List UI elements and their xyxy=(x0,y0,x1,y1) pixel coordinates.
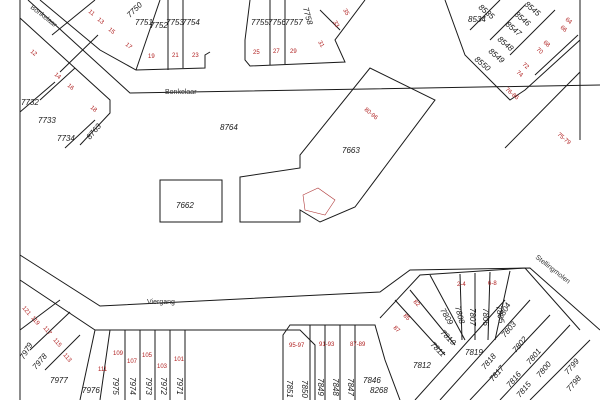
house-number: 76-86 xyxy=(504,87,520,102)
street-label-stellingmolen: Stellingmolen xyxy=(534,254,572,285)
house-number: 87-89 xyxy=(350,342,366,348)
parcel-label: 7734 xyxy=(57,134,75,143)
house-number: 6-8 xyxy=(488,281,497,287)
house-number-labels: 19 21 23 25 27 29 31 33 35 11 13 15 17 1… xyxy=(20,8,573,373)
house-number: 64 xyxy=(564,17,573,26)
house-number: 11 xyxy=(87,9,96,18)
house-number: 111 xyxy=(98,367,108,373)
house-number: 21 xyxy=(172,53,179,59)
parcel-label: 7973 xyxy=(144,377,153,395)
parcel-label: 7757 xyxy=(285,18,303,27)
parcel-label: 7753 xyxy=(166,18,184,27)
house-number: 80-96 xyxy=(363,107,379,122)
parcel-label: 7754 xyxy=(182,18,200,27)
parcel-label: 8548 xyxy=(496,35,516,54)
parcel-label: 8549 xyxy=(487,47,507,66)
parcel-label: 7798 xyxy=(565,373,584,393)
house-number: 103 xyxy=(157,364,168,370)
parcel-label: 7971 xyxy=(175,377,184,395)
house-number: 72 xyxy=(521,62,530,71)
house-number: 29 xyxy=(290,49,297,55)
house-number: 82 xyxy=(412,299,421,308)
parcel-label: 7976 xyxy=(82,386,100,395)
house-number: 27 xyxy=(273,49,280,55)
parcel-label: 7974 xyxy=(128,377,137,395)
street-label-viergang: Viergang xyxy=(147,299,175,306)
house-number: 121 xyxy=(20,305,31,317)
house-number: 15 xyxy=(107,27,116,36)
parcel-label: 7750 xyxy=(125,0,144,19)
house-number: 33 xyxy=(331,20,340,29)
house-number: 85 xyxy=(402,313,411,322)
house-number: 105 xyxy=(142,353,153,359)
house-number: 66 xyxy=(559,25,568,34)
house-number: 70 xyxy=(535,47,544,56)
house-number: 35 xyxy=(341,8,350,17)
house-number: 87 xyxy=(392,325,401,334)
parcel-label: 8534 xyxy=(468,15,486,24)
parcel-label: 8763 xyxy=(85,121,104,141)
house-number: 115 xyxy=(51,337,62,349)
parcel-label: 7804 xyxy=(496,301,513,321)
parcel-label: 7819 xyxy=(465,348,483,357)
parcel-label: 7811 xyxy=(429,340,448,359)
house-number: 75-79 xyxy=(556,132,572,147)
parcel-labels: 8764 7663 7662 7732 7733 7734 8763 7750 … xyxy=(18,0,583,399)
parcel-label: 7751 xyxy=(135,18,153,27)
parcel-label: 7662 xyxy=(176,201,194,210)
parcel-label: 7733 xyxy=(38,116,56,125)
parcel-label: 7849 xyxy=(316,378,325,396)
house-number: 119 xyxy=(29,315,40,327)
house-number: 17 xyxy=(124,42,133,51)
parcel-label: 7846 xyxy=(363,376,381,385)
parcel-label: 7847 xyxy=(346,378,355,396)
parcel-label: 7802 xyxy=(511,334,530,354)
parcel-label: 7815 xyxy=(515,379,534,399)
house-number: 31 xyxy=(316,40,325,49)
parcel-label: 7851 xyxy=(285,380,294,398)
house-number: 12 xyxy=(29,49,38,58)
parcel-label: 8764 xyxy=(220,123,238,132)
parcel-label: 8268 xyxy=(370,386,388,395)
parcel-boundaries xyxy=(19,0,600,400)
parcel-label: 7663 xyxy=(342,146,360,155)
street-label-bonkelaar-top: Bonkelaar xyxy=(29,4,59,29)
parcel-label: 7972 xyxy=(159,377,168,395)
parcel-label: 7800 xyxy=(535,359,554,379)
parcel-label: 7812 xyxy=(413,361,431,370)
house-number: 109 xyxy=(113,351,124,357)
parcel-label: 7977 xyxy=(50,376,68,385)
house-number: 68 xyxy=(542,40,551,49)
house-number: 14 xyxy=(53,72,62,81)
house-number: 74 xyxy=(515,70,524,79)
house-number: 2-4 xyxy=(457,282,466,288)
house-number: 25 xyxy=(253,50,260,56)
parcel-label: 7758 xyxy=(301,6,314,26)
house-number: 101 xyxy=(174,357,185,363)
house-number: 113 xyxy=(61,352,72,364)
parcel-label: 7805 xyxy=(494,305,506,325)
parcel-label: 7755 xyxy=(251,18,269,27)
house-number: 18 xyxy=(89,105,98,114)
street-label-bonkelaar: Bonkelaar xyxy=(165,89,197,96)
house-number: 91-93 xyxy=(319,342,335,348)
house-number: 16 xyxy=(66,83,75,92)
parcel-label: 8550 xyxy=(473,55,493,74)
parcel-label: 7850 xyxy=(300,380,309,398)
house-number: 23 xyxy=(192,53,199,59)
house-number: 107 xyxy=(127,359,138,365)
house-number: 95-97 xyxy=(289,343,305,349)
parcel-label: 7975 xyxy=(111,377,120,395)
parcel-label: 7809 xyxy=(438,307,455,327)
house-number: 117 xyxy=(41,325,52,337)
parcel-label: 7806 xyxy=(481,308,490,326)
house-number: 19 xyxy=(148,54,155,60)
parcel-label: 7848 xyxy=(331,378,340,396)
parcel-label: 7756 xyxy=(268,18,286,27)
house-number: 13 xyxy=(96,17,105,26)
parcel-label: 7799 xyxy=(563,356,582,376)
parcel-label: 7732 xyxy=(21,98,39,107)
parcel-label: 7807 xyxy=(468,308,477,326)
parcel-label: 7752 xyxy=(150,21,168,30)
